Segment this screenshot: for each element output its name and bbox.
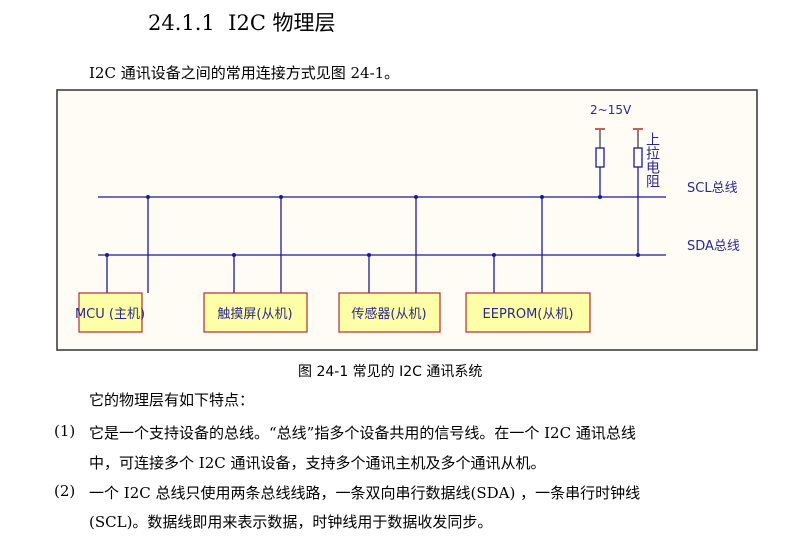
- figure-caption: 图 24-1 常见的 I2C 通讯系统: [298, 364, 483, 380]
- device-box-mcu: [78, 292, 143, 333]
- i2c-diagram: MCU (主机) 触摸屏(从机) 传感器(从机) EEPROM(从机) 2~15…: [56, 89, 758, 351]
- section-title: I2C 物理层: [228, 11, 336, 35]
- intro-text: I2C 通讯设备之间的常用连接方式见图 24-1。: [89, 64, 400, 82]
- item-text: 中，可连接多个 I2C 通讯设备，支持多个通讯主机及多个通讯从机。: [89, 454, 546, 472]
- voltage-label: 2~15V: [590, 103, 632, 117]
- device-label-mcu: MCU (主机): [75, 307, 145, 322]
- item-text: (SCL)。数据线即用来表示数据，时钟线用于数据收发同步。: [89, 513, 493, 531]
- item-number: (2): [54, 482, 76, 500]
- pullup-resistor-sda: [633, 147, 643, 168]
- device-label-sensor: 传感器(从机): [351, 306, 426, 322]
- device-label-eeprom: EEPROM(从机): [483, 307, 574, 322]
- device-box-eeprom: [465, 292, 591, 333]
- device-label-touchscreen: 触摸屏(从机): [217, 307, 292, 322]
- item-number: (1): [54, 422, 76, 440]
- scl-label: SCL总线: [687, 181, 738, 196]
- lead-text: 它的物理层有如下特点：: [89, 391, 255, 409]
- section-heading: 24.1.1 I2C 物理层: [148, 7, 336, 37]
- device-box-touchscreen: [203, 292, 308, 333]
- item-text: 它是一个支持设备的总线。“总线”指多个设备共用的信号线。在一个 I2C 通讯总线: [89, 424, 636, 442]
- device-box-sensor: [338, 292, 441, 333]
- sda-label: SDA总线: [687, 239, 740, 254]
- item-text: 一个 I2C 总线只使用两条总线线路，一条双向串行数据线(SDA) ，一条串行时…: [89, 484, 641, 502]
- pullup-label: 上拉电阻: [644, 132, 660, 188]
- pullup-resistor-scl: [595, 147, 605, 168]
- section-number: 24.1.1: [148, 11, 215, 35]
